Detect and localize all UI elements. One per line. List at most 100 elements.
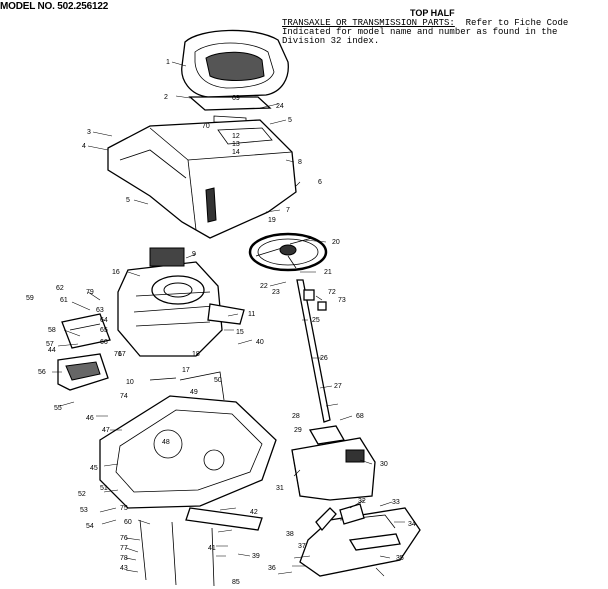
callout: 75 (120, 505, 128, 512)
callout: 17 (182, 367, 190, 374)
callout: 31 (276, 485, 284, 492)
callout: 74 (120, 393, 128, 400)
callout: 63 (96, 307, 104, 314)
callout: 57 (46, 341, 54, 348)
callout: 72 (328, 289, 336, 296)
callout: 42 (250, 509, 258, 516)
callout: 45 (90, 465, 98, 472)
callout: 37 (298, 543, 306, 550)
callout: 41 (208, 545, 216, 552)
callout: 30 (380, 461, 388, 468)
callout: 71 (114, 351, 122, 358)
engine[interactable] (117, 247, 245, 357)
fender[interactable] (107, 119, 297, 239)
callout: 67 (118, 351, 126, 358)
callout: 56 (38, 369, 46, 376)
callout: 48 (162, 439, 170, 446)
seat[interactable] (181, 29, 289, 98)
callout: 61 (60, 297, 68, 304)
callout: 14 (232, 149, 240, 156)
hood[interactable] (299, 507, 421, 577)
callout: 52 (78, 491, 86, 498)
callout: 60 (124, 519, 132, 526)
callout: 12 (232, 133, 240, 140)
callout: 24 (276, 103, 284, 110)
steering-shaft[interactable] (296, 279, 331, 423)
callout: 59 (26, 295, 34, 302)
note-line-3: Division 32 index. (282, 36, 380, 46)
callout: 40 (256, 339, 264, 346)
callout: 73 (338, 297, 346, 304)
callout: 15 (236, 329, 244, 336)
callout: 62 (56, 285, 64, 292)
callout: 7 (286, 207, 290, 214)
muffler[interactable] (57, 313, 111, 391)
callout: 11 (248, 311, 255, 318)
callout: 65 (100, 327, 108, 334)
callout: 58 (48, 327, 56, 334)
callout: 27 (334, 383, 342, 390)
callout: 54 (86, 523, 94, 530)
frame[interactable] (99, 371, 277, 587)
callout: 77 (120, 545, 128, 552)
callout: 46 (86, 415, 94, 422)
callout: 34 (408, 521, 416, 528)
section-title: TOP HALF (410, 8, 455, 18)
callout: 47 (102, 427, 110, 434)
callout: 85 (232, 579, 240, 586)
callout: 66 (100, 339, 108, 346)
callout: 29 (294, 427, 302, 434)
callout: 22 (260, 283, 268, 290)
callout: 70 (202, 123, 210, 130)
callout: 19 (268, 217, 276, 224)
callout: 25 (312, 317, 320, 324)
callout: 10 (126, 379, 134, 386)
callout: 8 (298, 159, 302, 166)
model-number: MODEL NO. 502.256122 (0, 1, 109, 12)
callout: 23 (272, 289, 280, 296)
callout: 5 (288, 117, 292, 124)
callout: 44 (48, 347, 56, 354)
callout: 1 (166, 59, 170, 66)
callout: 55 (54, 405, 62, 412)
callout: 3 (87, 129, 91, 136)
callout: 51 (100, 485, 108, 492)
callout: 18 (192, 351, 200, 358)
callout: 49 (190, 389, 198, 396)
callout: 26 (320, 355, 328, 362)
callout-labels: 1 2 3 4 5 5 6 7 8 9 10 11 12 13 14 15 16… (26, 59, 416, 586)
callout: 39 (252, 553, 260, 560)
callout: 64 (100, 317, 108, 324)
callout: 78 (120, 555, 128, 562)
callout: 32 (358, 498, 366, 505)
steering-wheel[interactable] (248, 232, 328, 272)
callout: 33 (392, 499, 400, 506)
callout: 5 (126, 197, 130, 204)
fiche-note: TRANSAXLE OR TRANSMISSION PARTS: Refer t… (282, 19, 568, 46)
callout: 43 (120, 565, 128, 572)
callout: 53 (80, 507, 88, 514)
callout: 13 (232, 141, 240, 148)
callout: 20 (332, 239, 340, 246)
callout: 16 (112, 269, 120, 276)
note-line-1: Refer to Fiche Code (465, 18, 569, 28)
callout: 6 (318, 179, 322, 186)
callout: 38 (286, 531, 294, 538)
pedal-assembly[interactable] (315, 503, 365, 532)
callout: 28 (292, 413, 300, 420)
callout: 69 (232, 95, 240, 102)
callout: 9 (192, 251, 196, 258)
callout: 36 (268, 565, 276, 572)
dash-console[interactable] (291, 425, 376, 501)
callout: 2 (164, 94, 168, 101)
callout: 35 (396, 555, 404, 562)
note-heading: TRANSAXLE OR TRANSMISSION PARTS: (282, 18, 455, 28)
callout: 50 (214, 377, 222, 384)
callout: 68 (356, 413, 364, 420)
callout: 21 (324, 269, 332, 276)
note-line-2: Indicated for model name and number as f… (282, 27, 558, 37)
callout: 79 (86, 289, 94, 296)
callout: 4 (82, 143, 86, 150)
leader-lines (52, 61, 405, 577)
